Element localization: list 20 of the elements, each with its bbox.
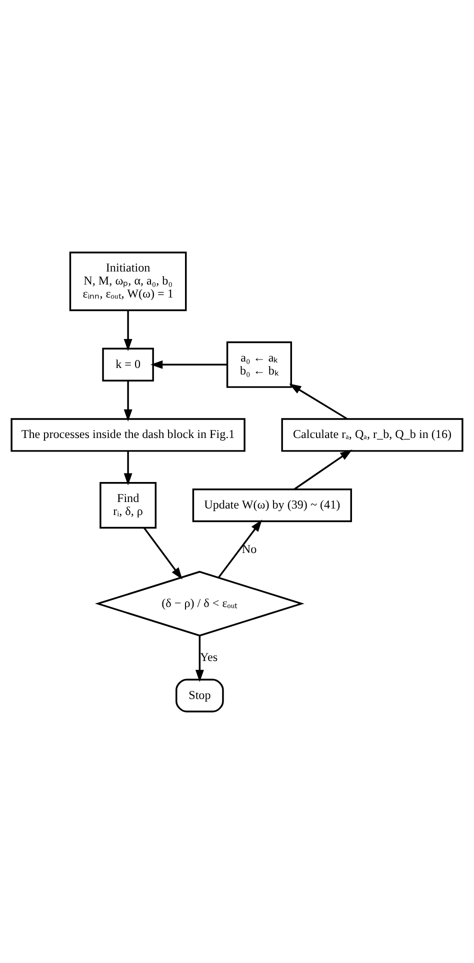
arrow (143, 526, 182, 580)
node-box: k = 0 (102, 347, 154, 381)
node-box: Calculate rₐ, Qₐ, r_b, Q_b in (16) (281, 418, 464, 452)
node-box: Stop (176, 678, 224, 712)
arrow (218, 519, 262, 578)
node-box: Find rᵢ, δ, ρ (100, 482, 157, 528)
arrow (289, 383, 348, 420)
arrow (124, 450, 132, 485)
node-box: Update W(ω) by (39) ~ (41) (192, 488, 352, 522)
arrow (150, 360, 227, 368)
arrow (294, 449, 352, 490)
arrow (195, 635, 204, 682)
edge-label: Yes (200, 649, 218, 664)
node-diamond: (δ − ρ) / δ < εₒᵤₜ (94, 570, 304, 636)
node-box: a₀ ← aₖ b₀ ← bₖ (226, 340, 292, 388)
arrow (124, 310, 132, 351)
edge-label: No (242, 541, 257, 556)
arrow (124, 380, 132, 422)
node-box: The processes inside the dash block in Fig.1 (10, 418, 246, 452)
node-box: Initiation N, M, ωₚ, α, a₀, b₀ εᵢₙₙ, εₒᵤₜ, W(ω) = 1 (69, 251, 187, 311)
